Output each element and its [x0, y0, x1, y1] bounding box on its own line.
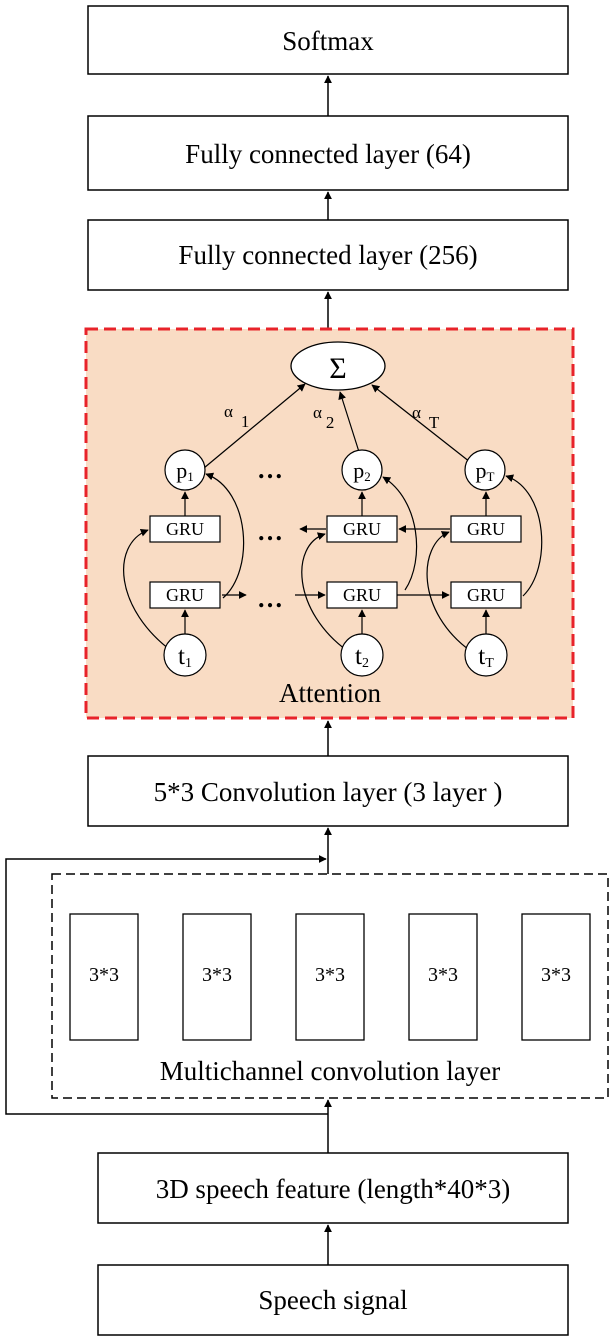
ellipsis-upper-row: … [257, 517, 283, 546]
svg-text:t2: t2 [355, 643, 369, 671]
svg-text:pT: pT [476, 458, 495, 484]
feature3d-block: 3D speech feature (length*40*3) [97, 1152, 569, 1224]
curve-gru-lower1-to-p1 [205, 472, 245, 599]
multichannel-block: 3*3 3*3 3*3 3*3 3*3 Multichannel convolu… [51, 873, 609, 1099]
svg-text:GRU: GRU [166, 519, 204, 539]
fc256-block: Fully connected layer (256) [87, 219, 569, 291]
attention-label: Attention [279, 678, 381, 708]
kernel-4: 3*3 [408, 913, 478, 1041]
conv53-block: 5*3 Convolution layer (3 layer ) [87, 755, 569, 827]
gru-upper-T: GRU [450, 515, 522, 543]
curve-gru-lower2-to-p2 [382, 476, 418, 591]
svg-text:p2: p2 [353, 458, 371, 484]
svg-text:t1: t1 [178, 643, 192, 671]
svg-text:GRU: GRU [166, 585, 204, 605]
svg-text:3*3: 3*3 [541, 964, 571, 986]
attention-block: Σ α1 α2 αT p1 p2 pT … GRU GRU [84, 327, 575, 720]
alphaT-arrow [371, 384, 471, 463]
svg-text:p1: p1 [176, 458, 194, 484]
alpha2-arrow [338, 391, 361, 456]
p1-node: p1 [164, 449, 206, 491]
fc64-label: Fully connected layer (64) [185, 139, 471, 169]
svg-text:3*3: 3*3 [202, 964, 232, 986]
t1-node: t1 [163, 633, 207, 677]
skip-connection [5, 855, 328, 1115]
alphaT-label: αT [412, 403, 440, 432]
kernel-1: 3*3 [69, 913, 139, 1041]
sum-symbol: Σ [329, 352, 346, 385]
multichannel-label: Multichannel convolution layer [160, 1056, 500, 1086]
svg-text:tT: tT [478, 643, 494, 671]
fc256-label: Fully connected layer (256) [178, 240, 477, 270]
t2-node: t2 [340, 633, 384, 677]
gru-lower-1: GRU [149, 581, 221, 609]
kernel-5: 3*3 [521, 913, 591, 1041]
gru-upper-2: GRU [326, 515, 398, 543]
svg-text:3*3: 3*3 [89, 964, 119, 986]
alpha2-label: α2 [313, 403, 334, 432]
p2-node: p2 [341, 449, 383, 491]
curve-gru-lowerT-to-pT [505, 474, 543, 597]
kernel-2: 3*3 [182, 913, 252, 1041]
ellipsis-lower-row: … [257, 584, 283, 613]
fc64-block: Fully connected layer (64) [87, 115, 569, 191]
alpha1-arrow [203, 383, 306, 469]
svg-text:3*3: 3*3 [428, 964, 458, 986]
gru-lower-2: GRU [326, 581, 398, 609]
curve-t2-to-gru-upper [301, 532, 350, 653]
sum-node [290, 341, 386, 391]
feature3d-label: 3D speech feature (length*40*3) [156, 1174, 511, 1204]
softmax-block: Softmax [87, 5, 569, 75]
curve-tT-to-gru-upper [426, 531, 473, 653]
softmax-label: Softmax [282, 26, 374, 56]
gru-upper-1: GRU [149, 515, 221, 543]
speech-block: Speech signal [97, 1264, 569, 1336]
curve-t1-to-gru-upper [123, 528, 174, 653]
speech-label: Speech signal [258, 1285, 407, 1315]
svg-text:GRU: GRU [467, 585, 505, 605]
ellipsis-top: … [257, 455, 283, 484]
svg-text:GRU: GRU [343, 585, 381, 605]
tT-node: tT [464, 633, 508, 677]
kernel-3: 3*3 [295, 913, 365, 1041]
gru-lower-T: GRU [450, 581, 522, 609]
alpha1-label: α1 [224, 402, 249, 431]
pT-node: pT [464, 449, 506, 491]
svg-text:3*3: 3*3 [315, 964, 345, 986]
svg-text:GRU: GRU [467, 519, 505, 539]
svg-text:GRU: GRU [343, 519, 381, 539]
conv53-label: 5*3 Convolution layer (3 layer ) [154, 777, 503, 807]
